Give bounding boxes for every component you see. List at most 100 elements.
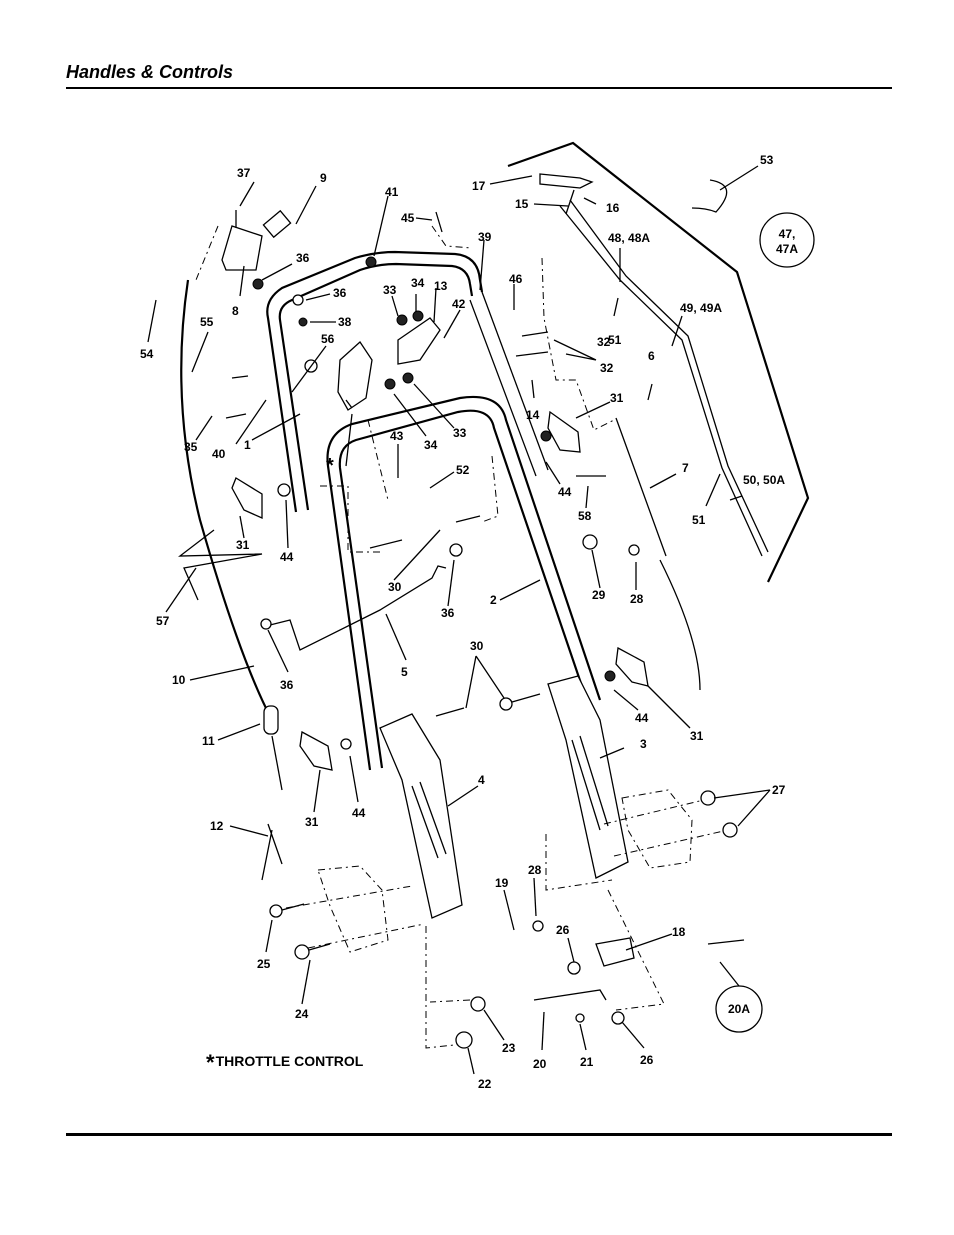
label-33-a: 33 — [383, 283, 397, 297]
label-17: 17 — [472, 179, 486, 193]
throttle-control-note: *THROTTLE CONTROL — [206, 1050, 363, 1076]
label-19: 19 — [495, 876, 509, 890]
callout-47: 47, 47A — [759, 212, 815, 268]
bracket-47 — [507, 141, 810, 583]
label-18: 18 — [672, 925, 686, 939]
label-36-d: 36 — [280, 678, 294, 692]
label-27: 27 — [772, 783, 786, 797]
label-2: 2 — [490, 593, 497, 607]
knob-31-a — [231, 477, 263, 520]
label-28-a: 28 — [630, 592, 644, 606]
label-9: 9 — [320, 171, 327, 185]
cable-53 — [691, 179, 728, 213]
bolt-30-d — [499, 693, 541, 711]
label-43: 43 — [390, 429, 404, 443]
label-33-b: 33 — [453, 426, 467, 440]
cable-end-11 — [263, 705, 279, 735]
throttle-control — [337, 317, 441, 501]
label-23: 23 — [502, 1041, 516, 1055]
label-36-c: 36 — [441, 606, 455, 620]
label-53: 53 — [760, 153, 774, 167]
label-35: 35 — [184, 440, 198, 454]
label-34-b: 34 — [424, 438, 438, 452]
callout-20a: 20A — [715, 961, 763, 1033]
label-5: 5 — [401, 665, 408, 679]
knob-31-c — [615, 646, 649, 687]
note-star: * — [206, 1050, 215, 1075]
label-42: 42 — [452, 297, 466, 311]
label-40: 40 — [212, 447, 226, 461]
lower-handle — [326, 395, 602, 771]
label-11: 11 — [202, 734, 215, 748]
bracket-4 — [379, 713, 463, 919]
label-36-a: 36 — [296, 251, 310, 265]
label-12: 12 — [210, 819, 224, 833]
label-51-b: 51 — [692, 513, 706, 527]
callout-47-line1: 47, — [779, 227, 796, 241]
label-57: 57 — [156, 614, 170, 628]
label-31-b: 31 — [236, 538, 250, 552]
label-24: 24 — [295, 1007, 309, 1021]
label-7: 7 — [682, 461, 689, 475]
bail-17 — [539, 173, 594, 215]
label-16: 16 — [606, 201, 620, 215]
label-6: 6 — [648, 349, 655, 363]
label-10: 10 — [172, 673, 186, 687]
note-text: THROTTLE CONTROL — [215, 1053, 364, 1069]
label-31-d: 31 — [305, 815, 319, 829]
leader-lines — [147, 165, 771, 1075]
label-26-b: 26 — [640, 1053, 654, 1067]
label-46: 46 — [509, 272, 523, 286]
label-star: * — [326, 455, 334, 477]
label-3: 3 — [640, 737, 647, 751]
label-34-a: 34 — [411, 276, 425, 290]
label-48: 48, 48A — [608, 231, 650, 245]
label-44-b: 44 — [280, 550, 294, 564]
label-32-a: 32 — [597, 335, 611, 349]
rod-5 — [265, 565, 447, 651]
label-49: 49, 49A — [680, 301, 722, 315]
label-36-b: 36 — [333, 286, 347, 300]
bolt-24 — [294, 943, 331, 960]
label-38: 38 — [338, 315, 352, 329]
label-58: 58 — [578, 509, 592, 523]
label-21: 21 — [580, 1055, 594, 1069]
label-41: 41 — [385, 185, 399, 199]
drive-rod-right — [559, 199, 769, 691]
label-1: 1 — [244, 438, 251, 452]
label-8: 8 — [232, 304, 239, 318]
footer-rule — [66, 1133, 892, 1136]
label-56: 56 — [321, 332, 335, 346]
label-37: 37 — [237, 166, 251, 180]
label-50: 50, 50A — [743, 473, 785, 487]
bolt-30-c — [435, 707, 465, 717]
label-20: 20 — [533, 1057, 547, 1071]
label-28-b: 28 — [528, 863, 542, 877]
label-4: 4 — [478, 773, 485, 787]
label-15: 15 — [515, 197, 529, 211]
bracket-3 — [547, 675, 629, 879]
page-title: Handles & Controls — [66, 62, 234, 82]
label-25: 25 — [257, 957, 271, 971]
label-13: 13 — [434, 279, 448, 293]
callout-20a-text: 20A — [728, 1002, 750, 1016]
part-labels: 37 9 41 45 17 15 16 53 39 36 34 33 13 46… — [140, 153, 786, 1091]
callout-47-line2: 47A — [776, 242, 798, 256]
bolt-30-a — [369, 539, 403, 549]
label-54: 54 — [140, 347, 154, 361]
label-51-a: 51 — [608, 333, 622, 347]
handle-grip-dot — [365, 256, 377, 268]
engine-bracket-right — [603, 789, 729, 869]
label-30-a: 30 — [388, 580, 402, 594]
label-55: 55 — [200, 315, 214, 329]
label-44-d: 44 — [352, 806, 366, 820]
assembly-dashed-lines — [195, 225, 665, 1049]
label-31-a: 31 — [610, 391, 624, 405]
label-14: 14 — [526, 408, 540, 422]
label-52: 52 — [456, 463, 470, 477]
label-22: 22 — [478, 1077, 492, 1091]
cable-10 — [180, 279, 283, 881]
label-44-a: 44 — [558, 485, 572, 499]
engine-bracket-left — [285, 865, 425, 953]
